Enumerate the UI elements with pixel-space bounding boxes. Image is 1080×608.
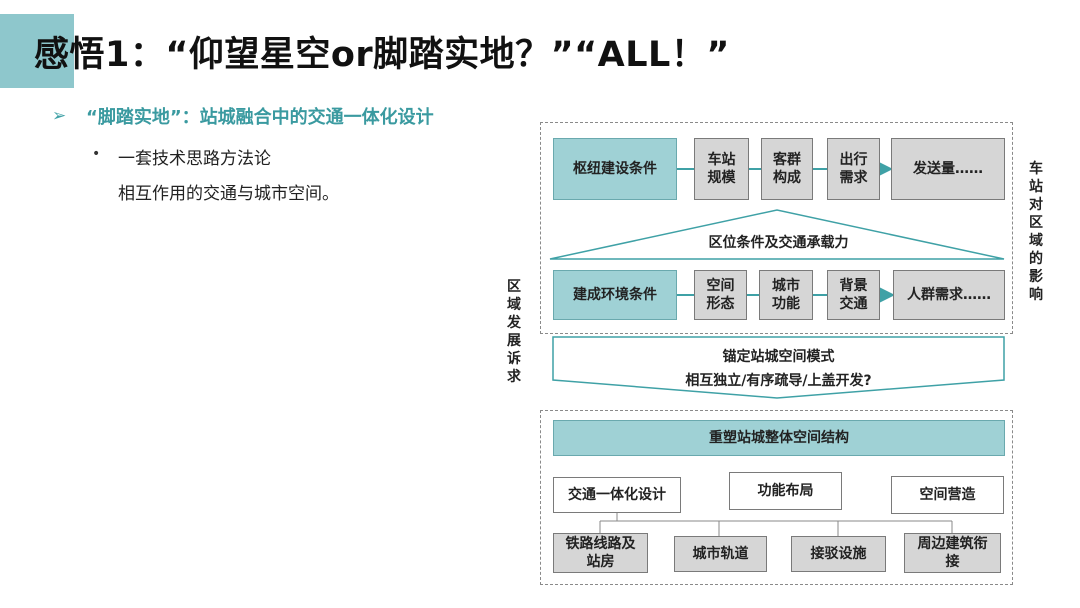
bottom-dashed-group (540, 410, 1013, 585)
bullet-text: 一套技术思路方法论 (118, 149, 271, 169)
title-accent-block (0, 14, 74, 88)
transport-integration-box: 交通一体化设计 (553, 477, 681, 513)
urban-function-box: 城市功能 (759, 270, 813, 320)
railway-station-box: 铁路线路及站房 (553, 533, 648, 573)
right-side-label: 车站对区域的影响 (1029, 161, 1043, 303)
dispatch-volume-box: 发送量…… (891, 138, 1005, 200)
space-making-box: 空间营造 (891, 476, 1004, 514)
triangle-label: 区位条件及交通承载力 (708, 235, 849, 251)
section-subtitle: “脚踏实地”：站城融合中的交通一体化设计 (86, 107, 434, 128)
left-side-label: 区域发展诉求 (507, 279, 521, 385)
surrounding-building-box: 周边建筑衔接 (904, 533, 1001, 573)
built-environment-box: 建成环境条件 (553, 270, 677, 320)
station-scale-box: 车站规模 (694, 138, 749, 200)
hub-construction-box: 枢纽建设条件 (553, 138, 677, 200)
urban-rail-box: 城市轨道 (674, 536, 767, 572)
crowd-demand-box: 人群需求…… (893, 270, 1005, 320)
bullet-text-continued: 相互作用的交通与城市空间。 (118, 184, 339, 204)
chevron-line1: 锚定站城空间模式 (722, 349, 835, 365)
restructure-bar: 重塑站城整体空间结构 (553, 420, 1005, 456)
page-title: 感悟1：“仰望星空or脚踏实地？”“ALL！” (34, 35, 730, 75)
triangle-shape (549, 209, 1005, 260)
feeder-facilities-box: 接驳设施 (791, 536, 886, 572)
passenger-composition-box: 客群构成 (761, 138, 813, 200)
spatial-form-box: 空间形态 (694, 270, 747, 320)
background-traffic-box: 背景交通 (827, 270, 880, 320)
arrow-bullet-icon: ➢ (52, 106, 67, 126)
bullet-dot: • (92, 146, 101, 162)
travel-demand-box: 出行需求 (827, 138, 880, 200)
function-layout-box: 功能布局 (729, 472, 842, 510)
chevron-line2: 相互独立/有序疏导/上盖开发? (685, 373, 872, 389)
top-dashed-group (540, 122, 1013, 334)
chevron-shape (552, 336, 1005, 399)
